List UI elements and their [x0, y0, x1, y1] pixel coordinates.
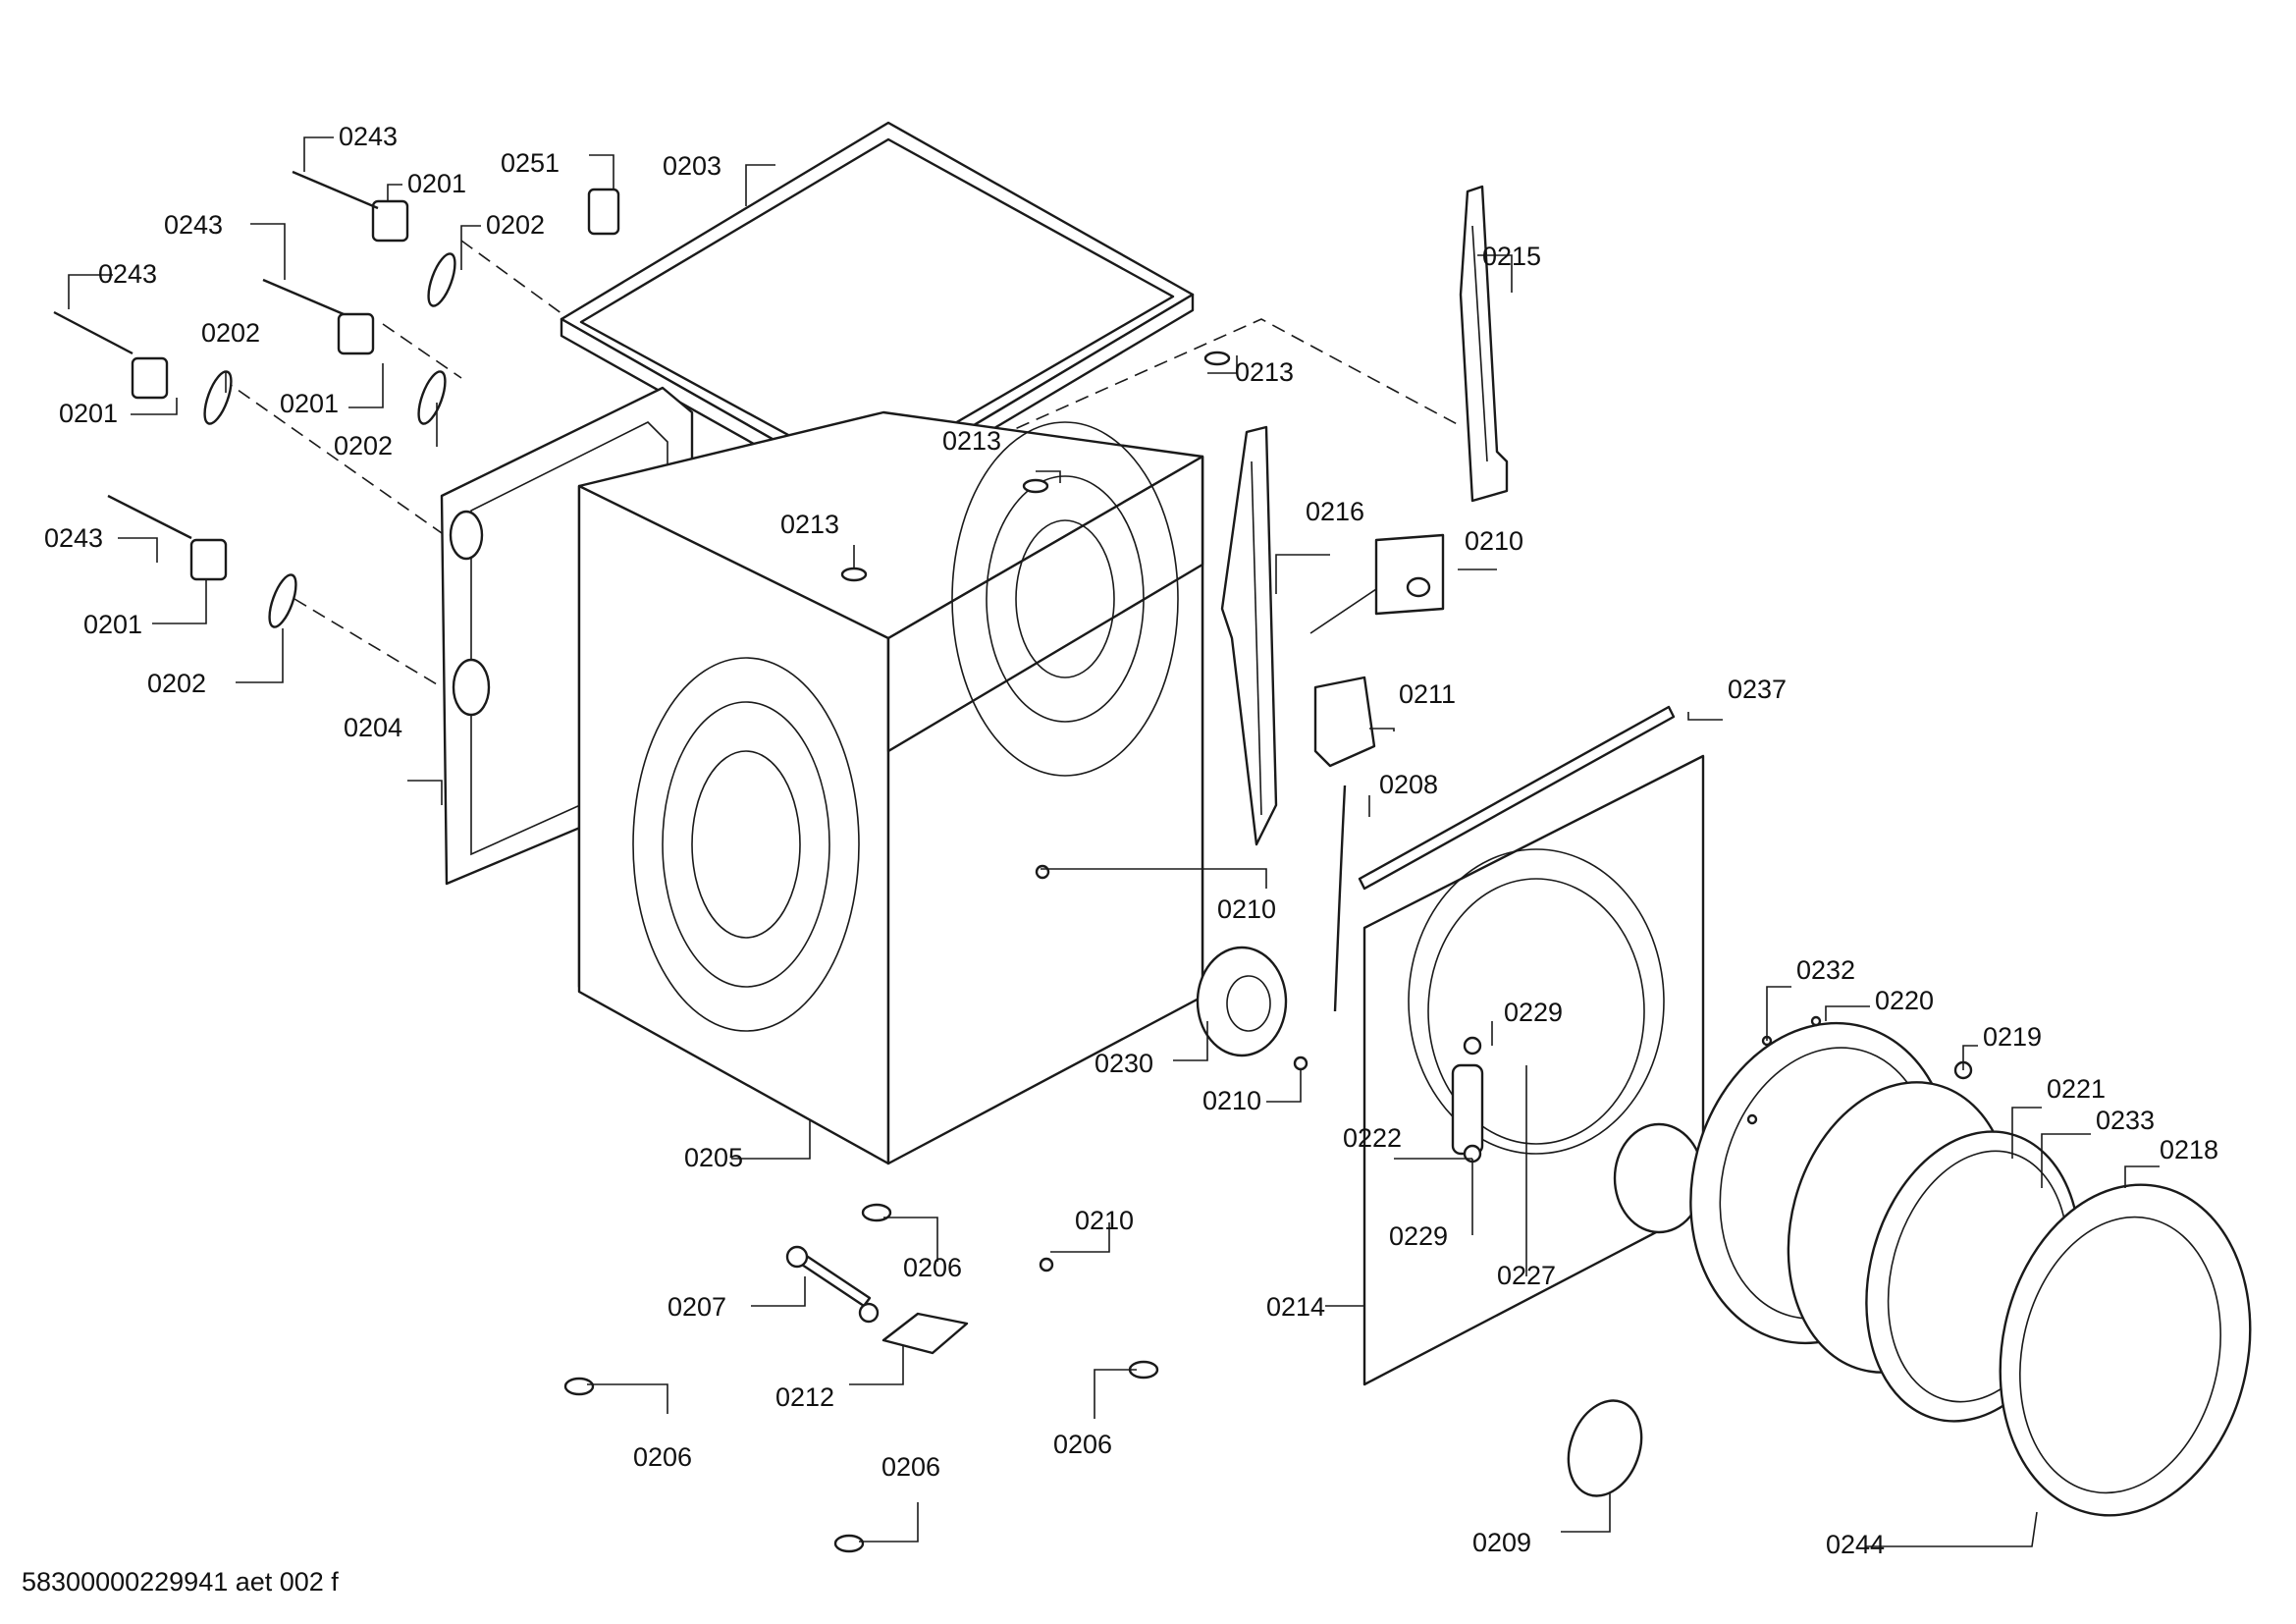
callout-label: 0230: [1095, 1049, 1153, 1078]
bracket-0210: [1309, 533, 1445, 634]
callout-label: 0251: [501, 148, 560, 178]
document-code: 58300000229941 aet 002 f: [22, 1567, 339, 1597]
callout-label: 0216: [1306, 497, 1364, 526]
screws: [1035, 864, 1973, 1272]
callout-label: 0204: [344, 713, 402, 742]
brackets-0202: [203, 252, 456, 628]
callout-label: 0206: [881, 1452, 940, 1482]
callout-label: 0243: [44, 523, 103, 553]
plate-0212: [881, 1312, 969, 1355]
top-cover-0203: [560, 121, 1195, 508]
cable-0208: [1333, 785, 1347, 1012]
callout-label: 0213: [780, 510, 839, 539]
callout-label: 0206: [633, 1442, 692, 1472]
side-embossing: [632, 421, 1179, 1032]
callout-label: 0215: [1482, 242, 1541, 271]
callout-label: 0243: [98, 259, 157, 289]
callout-label: 0214: [1266, 1292, 1325, 1322]
pump-cover-0230: [1196, 946, 1288, 1057]
callout-label: 0210: [1075, 1206, 1134, 1235]
callout-label: 0202: [201, 318, 260, 348]
rail-0237: [1358, 705, 1676, 891]
callout-label: 0227: [1497, 1261, 1556, 1290]
rail-0215: [1459, 185, 1509, 503]
door-0244: [1999, 1183, 2252, 1517]
assembly-lines: [220, 240, 1464, 688]
wrench-0207: [785, 1245, 880, 1324]
callout-label: 0202: [486, 210, 545, 240]
callout-label: 0237: [1728, 675, 1787, 704]
cabinet-body-0205: [577, 410, 1204, 1165]
callout-label: 0221: [2047, 1074, 2106, 1104]
feet-0206: [563, 1203, 1159, 1553]
callout-label: 0201: [280, 389, 339, 418]
callout-label: 0244: [1826, 1530, 1885, 1559]
callout-label: 0243: [164, 210, 223, 240]
callout-label: 0202: [147, 669, 206, 698]
leader-lines: [68, 136, 2160, 1547]
callout-label: 0203: [663, 151, 721, 181]
callout-label: 0210: [1217, 894, 1276, 924]
callout-label: 0202: [334, 431, 393, 460]
cable-duct-0216: [1220, 425, 1278, 846]
callout-label: 0213: [1235, 357, 1294, 387]
callout-label: 0229: [1504, 998, 1563, 1027]
pads-0213: [840, 351, 1231, 582]
hinges-0201: [131, 199, 409, 581]
callout-labels: 0243 0201 0251 0203 0202 0243 0215 0243 …: [44, 122, 2218, 1559]
callout-label: 0218: [2160, 1135, 2218, 1164]
callout-label: 0213: [942, 426, 1001, 456]
callout-label: 0209: [1472, 1528, 1531, 1557]
bolts-0243: [53, 170, 379, 540]
callout-label: 0210: [1465, 526, 1523, 556]
callout-label: 0222: [1343, 1123, 1402, 1153]
callout-label: 0201: [83, 610, 142, 639]
front-panel-0214: [1362, 754, 1705, 1386]
callout-label: 0243: [339, 122, 398, 151]
callout-label: 0211: [1399, 679, 1456, 709]
callout-label: 0206: [1053, 1430, 1112, 1459]
part-0251: [587, 188, 620, 236]
callout-label: 0210: [1202, 1086, 1261, 1115]
callout-label: 0208: [1379, 770, 1438, 799]
callout-label: 0212: [775, 1382, 834, 1412]
callout-label: 0220: [1875, 986, 1934, 1015]
callout-label: 0229: [1389, 1221, 1448, 1251]
cap-0209: [1567, 1399, 1643, 1497]
callout-label: 0201: [59, 399, 118, 428]
callout-label: 0233: [2096, 1106, 2155, 1135]
callout-label: 0201: [407, 169, 466, 198]
callout-label: 0205: [684, 1143, 743, 1172]
door-lock-0211: [1313, 676, 1376, 768]
callout-label: 0207: [667, 1292, 726, 1322]
callout-label: 0219: [1983, 1022, 2042, 1052]
callout-label: 0232: [1796, 955, 1855, 985]
callout-label: 0206: [903, 1253, 962, 1282]
